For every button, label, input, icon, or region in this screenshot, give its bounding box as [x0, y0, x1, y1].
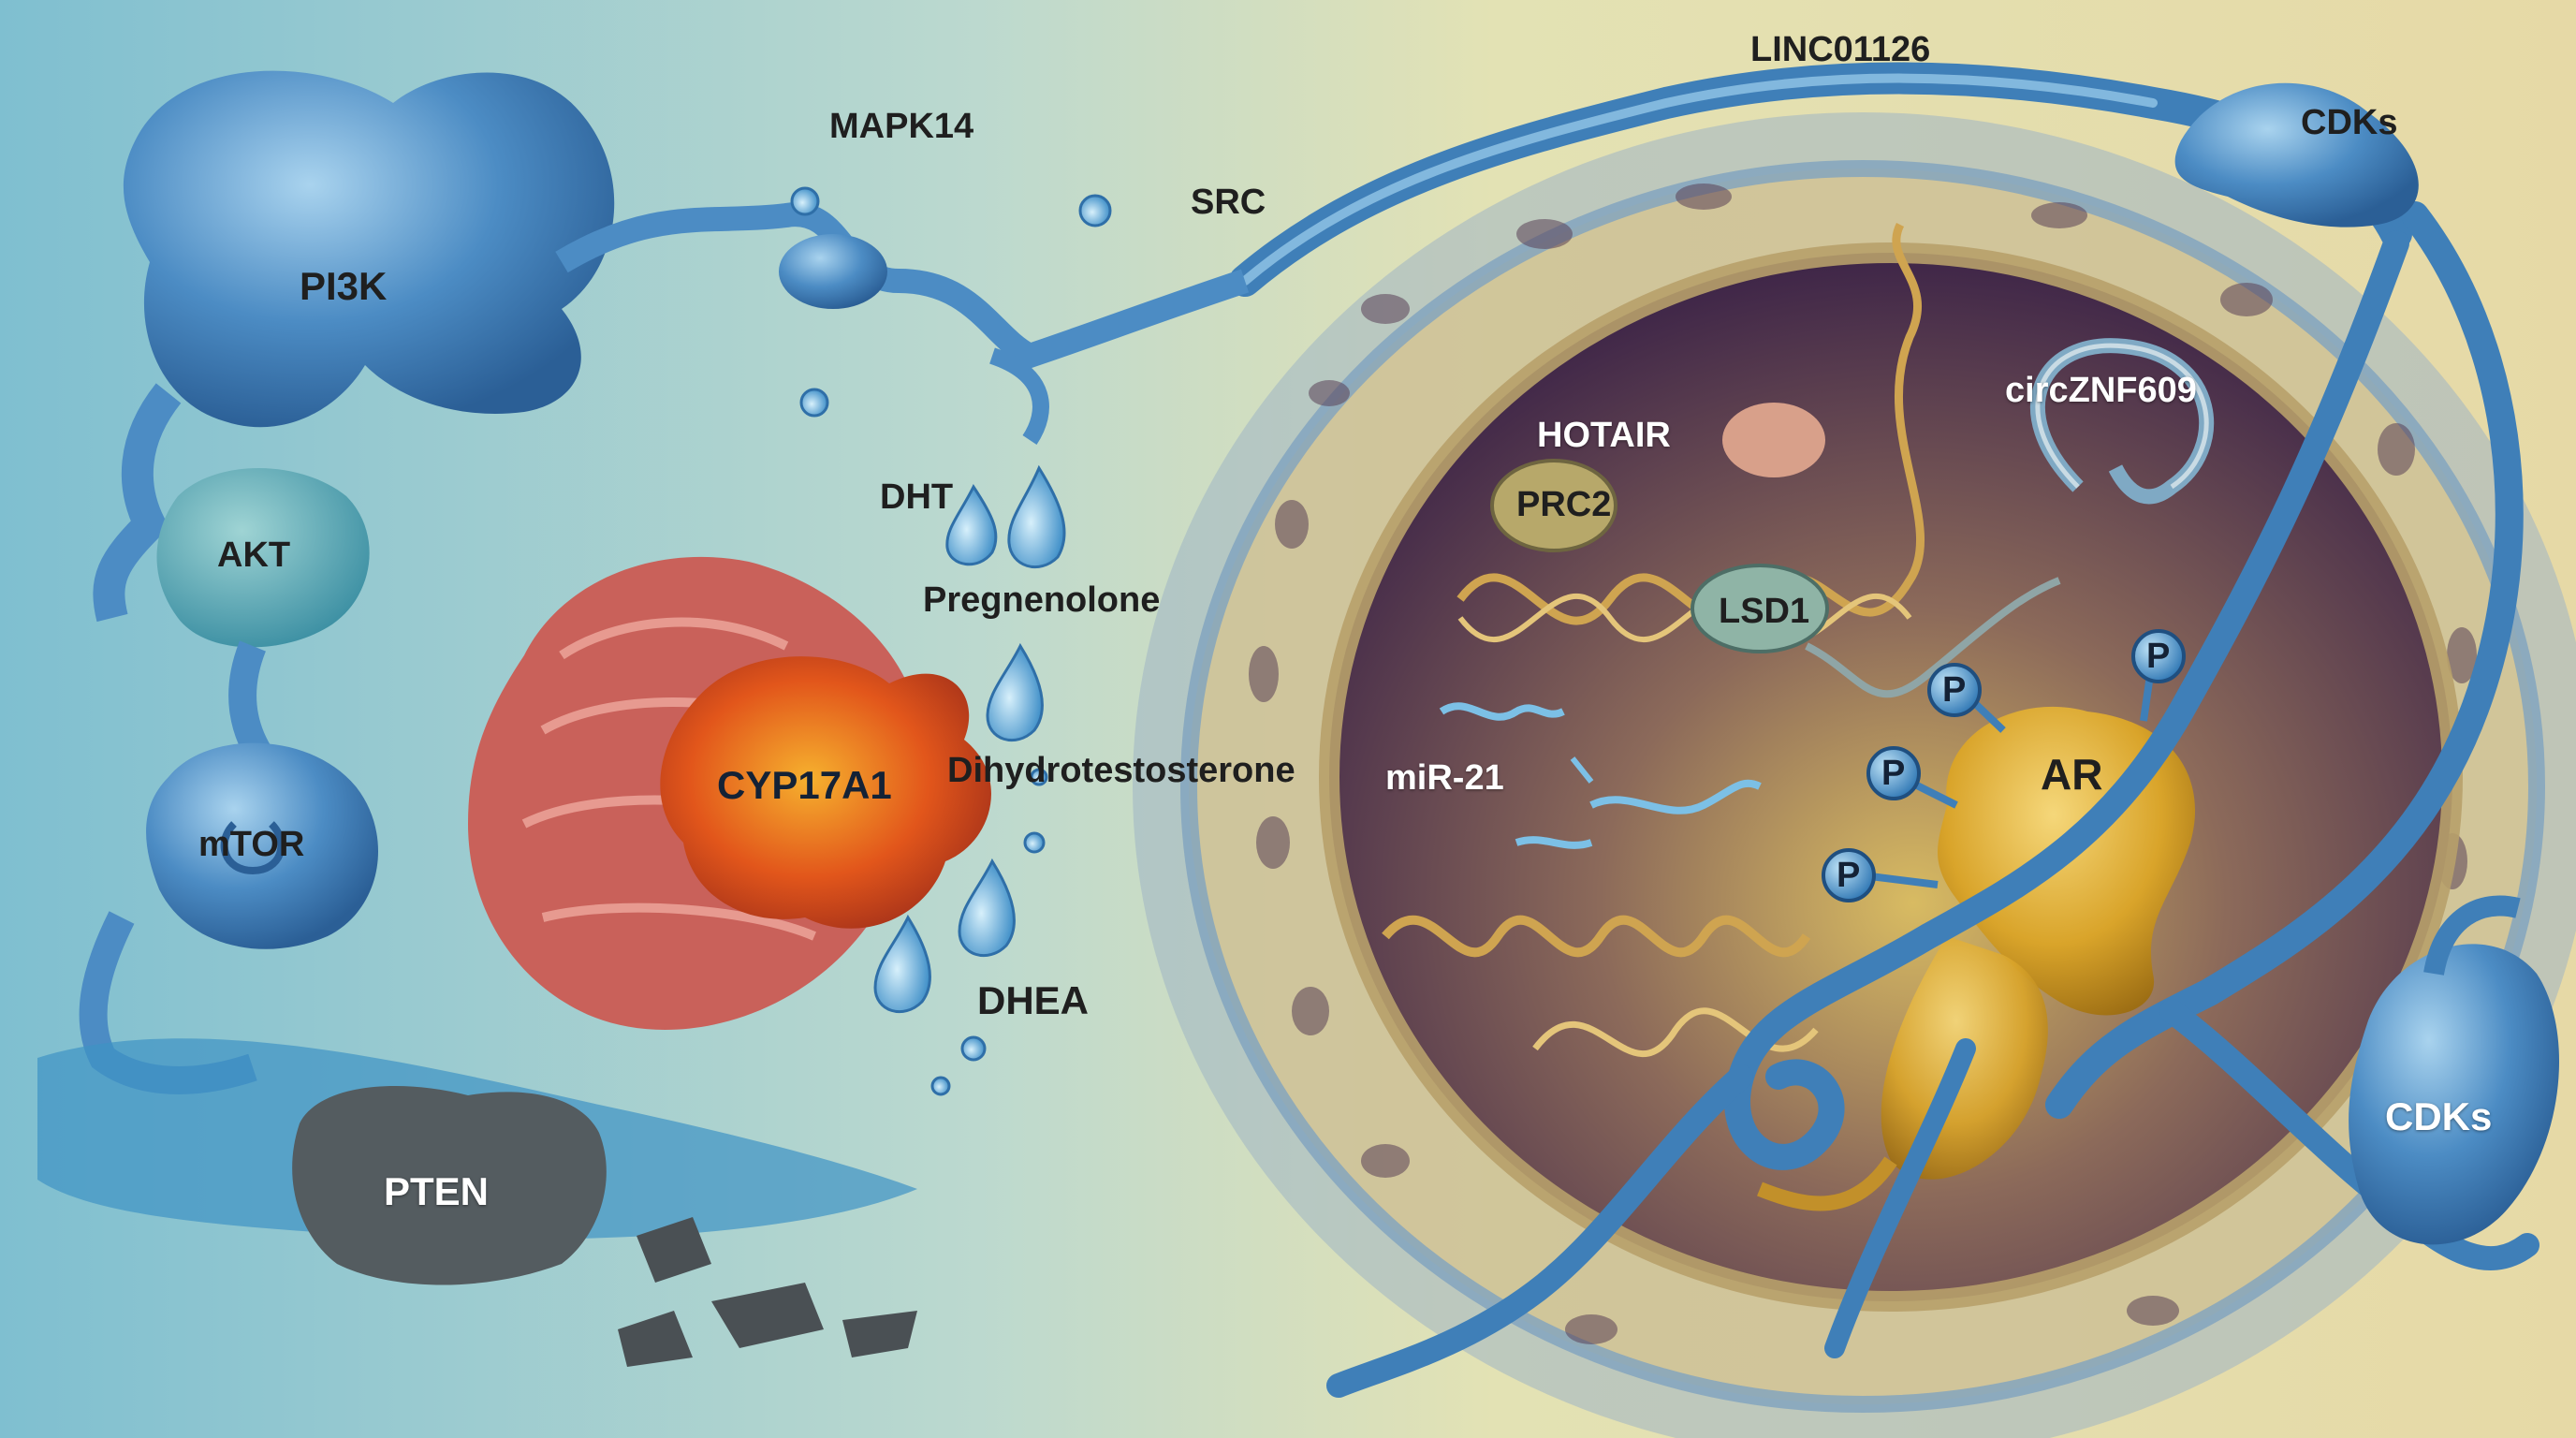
lsd1-label: LSD1: [1719, 594, 1809, 629]
cyp17a1-label: CYP17A1: [717, 766, 892, 805]
dihydrotestosterone-label: Dihydrotestosterone: [947, 753, 1295, 788]
circznf609-label: circZNF609: [2005, 373, 2197, 408]
ar-label: AR: [2041, 753, 2102, 796]
prc2-label: PRC2: [1516, 487, 1611, 522]
src-label: SRC: [1191, 184, 1266, 220]
cdks-right-label: CDKs: [2385, 1097, 2492, 1137]
phospho-label-3: P: [1881, 756, 1905, 791]
mapk14-label: MAPK14: [829, 109, 973, 144]
dht-label: DHT: [880, 479, 953, 515]
linc01126-label: LINC01126: [1750, 32, 1930, 67]
akt-label: AKT: [217, 537, 290, 573]
mir21-label: miR-21: [1385, 760, 1504, 796]
phospho-label-2: P: [2146, 638, 2170, 674]
hotair-label: HOTAIR: [1537, 418, 1671, 453]
pi3k-label: PI3K: [300, 267, 387, 306]
pten-label: PTEN: [384, 1172, 489, 1211]
phospho-label-4: P: [1837, 858, 1860, 893]
cdks-top-label: CDKs: [2301, 105, 2397, 140]
mtor-label: mTOR: [198, 827, 304, 862]
hotair-blob: [1722, 403, 1825, 477]
mapk14-blob: [779, 234, 887, 309]
dhea-label: DHEA: [977, 981, 1089, 1020]
pregnenolone-label: Pregnenolone: [923, 582, 1160, 618]
phospho-label-1: P: [1942, 672, 1966, 708]
